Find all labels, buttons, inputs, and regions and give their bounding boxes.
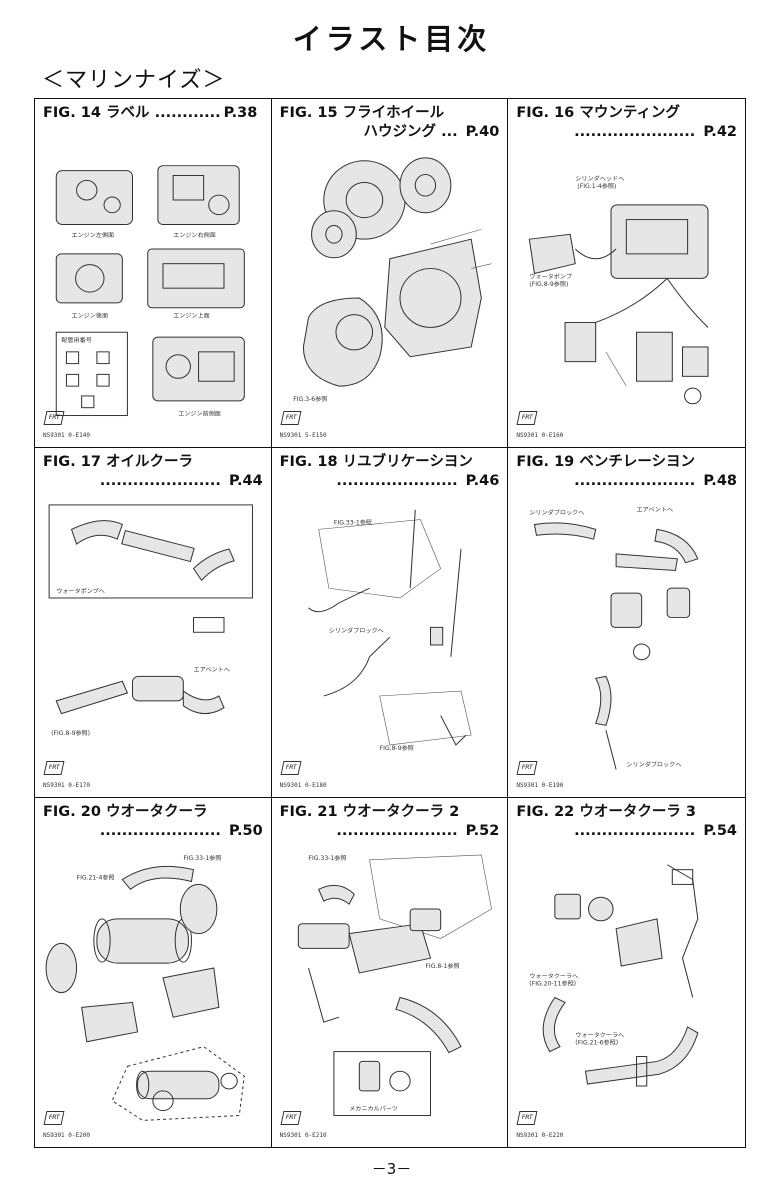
figure-heading: FIG. 17 オイルクーラ ...................... P.… bbox=[43, 454, 263, 490]
callout-water-cooler: ウォータクーラへ bbox=[530, 972, 579, 980]
page-reference: P.50 bbox=[229, 822, 263, 839]
reference-note: FIG.33-1参照 bbox=[334, 519, 372, 527]
reference-note-2: FIG.21-4参照 bbox=[77, 873, 115, 881]
figure-heading: FIG. 21 ウオータクーラ 2 ......................… bbox=[279, 803, 500, 839]
caption-front: エンジン前側面 bbox=[178, 410, 221, 418]
callout-air-vent: エアベントへ bbox=[637, 507, 674, 514]
caption-top: エンジン上面 bbox=[173, 312, 210, 320]
callout-cylinder-head: シリンダヘッドへ bbox=[576, 175, 625, 183]
figure-code: NS9301 0-E220 bbox=[516, 1132, 564, 1139]
front-arrow-icon: FRT bbox=[516, 760, 538, 775]
figure-cell-17[interactable]: FIG. 17 オイルクーラ ...................... P.… bbox=[35, 448, 272, 798]
figure-code: NS9301 0-E180 bbox=[279, 781, 327, 789]
figure-code: NS9301 0-E200 bbox=[43, 1132, 90, 1139]
page-reference: P.52 bbox=[465, 822, 500, 839]
figure-code: NS9301 0-E210 bbox=[279, 1132, 327, 1139]
page-reference: P.48 bbox=[703, 473, 737, 490]
figure-heading: FIG. 20 ウオータクーラ ...................... P… bbox=[43, 803, 263, 839]
callout-water-pump: ウォータポンプ bbox=[530, 272, 573, 280]
page-number: －3－ bbox=[371, 1160, 412, 1178]
front-arrow-icon: FRT bbox=[43, 760, 65, 775]
figure-code: NS9301 0-E140 bbox=[43, 432, 90, 440]
callout-water-cooler-2: ウォータクーラへ bbox=[576, 1031, 625, 1039]
callout-cylinder-block: シリンダブロックへ bbox=[530, 509, 585, 517]
ventilation-diagram: シリンダブロックへ エアベントへ シリンダブロックへ bbox=[514, 500, 739, 774]
callout-ref: (FIG.1-4参照) bbox=[578, 182, 617, 190]
front-arrow-icon: FRT bbox=[280, 411, 302, 426]
engine-label-diagram: エンジン左側面 エンジン右側面 エンジン後面 エンジン上面 配管用番号 エンジン… bbox=[41, 151, 265, 425]
page-reference: P.42 bbox=[703, 124, 737, 140]
callout-ref: (FIG.8-9参照) bbox=[51, 730, 90, 738]
oil-cooler-diagram: ウォータポンプへ エアベントへ (FIG.8-9参照) bbox=[41, 500, 265, 774]
page-title: イラスト目次 bbox=[292, 22, 491, 56]
illustration-index-grid: FIG. 14 ラベル ............P.38 エンジン左側面 エンジ… bbox=[34, 98, 746, 1148]
figure-heading: FIG. 16 マウンティング ...................... P… bbox=[516, 105, 737, 140]
figure-heading: FIG. 22 ウオータクーラ 3 ......................… bbox=[516, 803, 737, 839]
figure-heading: FIG. 14 ラベル ............P.38 bbox=[43, 105, 258, 121]
page-reference: P.54 bbox=[703, 822, 737, 839]
figure-heading: FIG. 15 フライホイール ハウジング ... P.40 bbox=[279, 105, 500, 140]
figure-heading: FIG. 18 リユブリケーシヨン ......................… bbox=[279, 454, 500, 490]
caption-right-side: エンジン右側面 bbox=[173, 231, 216, 239]
figure-cell-21[interactable]: FIG. 21 ウオータクーラ 2 ......................… bbox=[272, 797, 509, 1147]
figure-code: NS9301 0-E190 bbox=[516, 781, 564, 789]
figure-cell-19[interactable]: FIG. 19 ベンチレーシヨン ...................... … bbox=[508, 448, 745, 798]
water-cooler-diagram: FIG.33-1参照 FIG.21-4参照 bbox=[41, 850, 265, 1125]
caption-piping: 配管用番号 bbox=[61, 336, 91, 344]
section-subtitle: ＜マリンナイズ＞ bbox=[42, 68, 226, 93]
caption-rear: エンジン後面 bbox=[71, 312, 108, 320]
callout-cylinder-block: シリンダブロックへ bbox=[328, 627, 383, 635]
callout-ref: (FIG.20-11参照) bbox=[530, 979, 577, 987]
callout-water-pump: ウォータポンプへ bbox=[56, 588, 105, 596]
callout-ref-2: (FIG.8-9参照) bbox=[530, 280, 569, 288]
figure-code: NS9301 0-E170 bbox=[43, 781, 90, 789]
front-arrow-icon: FRT bbox=[280, 1111, 302, 1125]
figure-cell-22[interactable]: FIG. 22 ウオータクーラ 3 ......................… bbox=[508, 798, 745, 1147]
reference-note-2: FIG.8-1参照 bbox=[425, 962, 459, 970]
lubrication-diagram: FIG.33-1参照 シリンダブロックへ FIG.8-9参照 bbox=[278, 500, 502, 774]
callout-ref: FIG.8-9参照 bbox=[379, 744, 413, 752]
figure-cell-14[interactable]: FIG. 14 ラベル ............P.38 エンジン左側面 エンジ… bbox=[35, 99, 272, 449]
reference-note: FIG.33-1参照 bbox=[308, 854, 346, 862]
reference-note: FIG.33-1参照 bbox=[183, 854, 221, 862]
flywheel-housing-diagram: FIG.3-6参照 bbox=[278, 151, 502, 425]
front-arrow-icon: FRT bbox=[516, 411, 538, 426]
water-cooler-2-diagram: FIG.33-1参照 FIG.8-1参照 メカニカルパーツ bbox=[278, 850, 502, 1125]
figure-cell-20[interactable]: FIG. 20 ウオータクーラ ...................... P… bbox=[35, 797, 272, 1147]
water-cooler-3-diagram: ウォータクーラへ (FIG.20-11参照) ウォータクーラへ (FIG.21-… bbox=[514, 850, 739, 1125]
front-arrow-icon: FRT bbox=[280, 760, 302, 775]
page-reference: P.40 bbox=[465, 124, 500, 140]
mounting-diagram: シリンダヘッドへ (FIG.1-4参照) ウォータポンプ (FIG.8-9参照) bbox=[514, 151, 739, 425]
callout-ref-2: (FIG.21-6参照) bbox=[576, 1038, 619, 1046]
figure-heading: FIG. 19 ベンチレーシヨン ...................... … bbox=[516, 454, 737, 490]
figure-code: NS9301 5-E150 bbox=[279, 432, 327, 440]
page-reference: P.38 bbox=[223, 105, 258, 121]
front-arrow-icon: FRT bbox=[43, 1111, 65, 1125]
page-reference: P.46 bbox=[465, 473, 500, 490]
figure-cell-18[interactable]: FIG. 18 リユブリケーシヨン ......................… bbox=[271, 448, 509, 798]
page-reference: P.44 bbox=[229, 473, 263, 490]
figure-cell-15[interactable]: FIG. 15 フライホイール ハウジング ... P.40 FIG.3-6参照… bbox=[271, 99, 509, 449]
figure-code: NS9301 0-E160 bbox=[516, 432, 564, 440]
callout-mechanical-parts: メカニカルパーツ bbox=[349, 1105, 398, 1112]
front-arrow-icon: FRT bbox=[516, 1111, 538, 1125]
caption-left-side: エンジン左側面 bbox=[71, 231, 114, 239]
front-arrow-icon: FRT bbox=[43, 411, 65, 426]
callout-air-vent: エアベントへ bbox=[193, 667, 229, 674]
callout-cylinder-block-2: シリンダブロックへ bbox=[627, 761, 682, 769]
reference-note: FIG.3-6参照 bbox=[293, 395, 327, 403]
figure-cell-16[interactable]: FIG. 16 マウンティング ...................... P… bbox=[508, 99, 745, 449]
